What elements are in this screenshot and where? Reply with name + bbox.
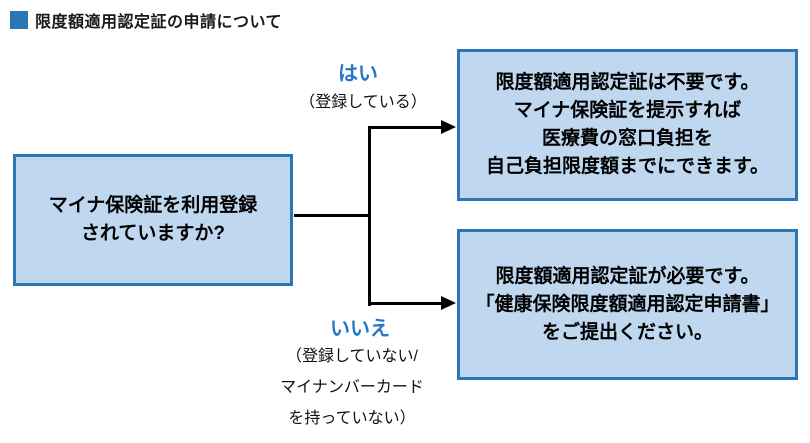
no-branch-sublabel: （登録していない/ マイナンバーカード を持っていない） bbox=[262, 341, 442, 434]
page-title: 限度額適用認定証の申請について bbox=[10, 8, 282, 32]
no-arrowhead-icon bbox=[441, 296, 456, 310]
yes-result-box: 限度額適用認定証は不要です。 マイナ保険証を提示すれば 医療費の窓口負担を 自己… bbox=[457, 49, 798, 201]
no-result-line-1: 限度額適用認定証が必要です。 bbox=[495, 265, 760, 287]
page-title-label: 限度額適用認定証の申請について bbox=[35, 14, 283, 31]
yes-result-line-4: 自己負担限度額までにできます。 bbox=[485, 156, 770, 177]
no-branch-label: いいえ bbox=[330, 318, 390, 340]
yes-arrow-line bbox=[368, 126, 442, 129]
question-line-1: マイナ保険証を利用登録 bbox=[48, 195, 258, 216]
yes-branch-label: はい bbox=[338, 63, 378, 85]
title-square-icon bbox=[10, 11, 28, 29]
yes-result-line-2: マイナ保険証を提示すれば bbox=[513, 100, 742, 121]
no-branch-sublabel-line-2: マイナンバーカード bbox=[280, 379, 424, 396]
connector-vertical bbox=[368, 126, 371, 306]
question-box: マイナ保険証を利用登録 されていますか? bbox=[13, 154, 293, 286]
no-arrow-line bbox=[368, 302, 442, 305]
question-line-2: されていますか? bbox=[80, 223, 226, 244]
yes-arrowhead-icon bbox=[441, 120, 456, 134]
no-result-box: 限度額適用認定証が必要です。 「健康保険限度額適用認定申請書」 をご提出ください… bbox=[457, 229, 798, 380]
yes-branch-sublabel: （登録している） bbox=[299, 94, 427, 111]
yes-result-line-3: 医療費の窓口負担を bbox=[541, 128, 713, 149]
no-result-line-3: をご提出ください。 bbox=[541, 321, 713, 343]
no-branch-sublabel-line-1: （登録していない/ bbox=[286, 348, 418, 365]
yes-result-line-1: 限度額適用認定証は不要です。 bbox=[495, 72, 760, 93]
no-result-line-2: 「健康保険限度額適用認定申請書」 bbox=[475, 293, 780, 315]
connector-stem bbox=[294, 214, 371, 217]
no-branch-sublabel-line-3: を持っていない） bbox=[288, 410, 416, 427]
